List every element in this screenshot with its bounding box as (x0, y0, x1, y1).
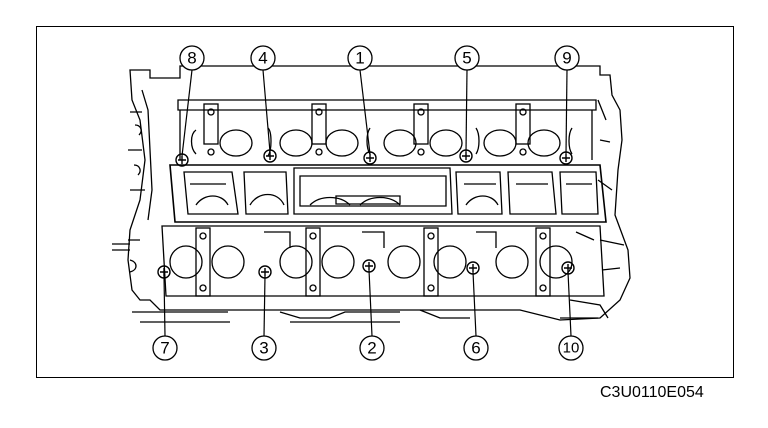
callout-3: 3 (259, 339, 268, 358)
diagram-frame (36, 26, 734, 378)
lower-rails (132, 309, 598, 323)
lower-row (161, 225, 605, 297)
callout-2: 2 (367, 339, 376, 358)
callout-10: 10 (563, 340, 580, 357)
callout-9: 9 (562, 49, 571, 68)
callout-5: 5 (462, 49, 471, 68)
callout-7: 7 (160, 339, 169, 358)
callout-1: 1 (355, 49, 364, 68)
callout-4: 4 (258, 49, 267, 68)
center-gallery (169, 164, 607, 223)
head-outline (112, 65, 631, 321)
callouts: 8 4 1 5 9 7 3 2 6 10 (152, 45, 584, 361)
figure-code: C3U0110E054 (600, 384, 704, 401)
callout-8: 8 (187, 49, 196, 68)
leader-lines (163, 69, 572, 337)
upper-rail (177, 99, 597, 160)
callout-6: 6 (471, 339, 480, 358)
